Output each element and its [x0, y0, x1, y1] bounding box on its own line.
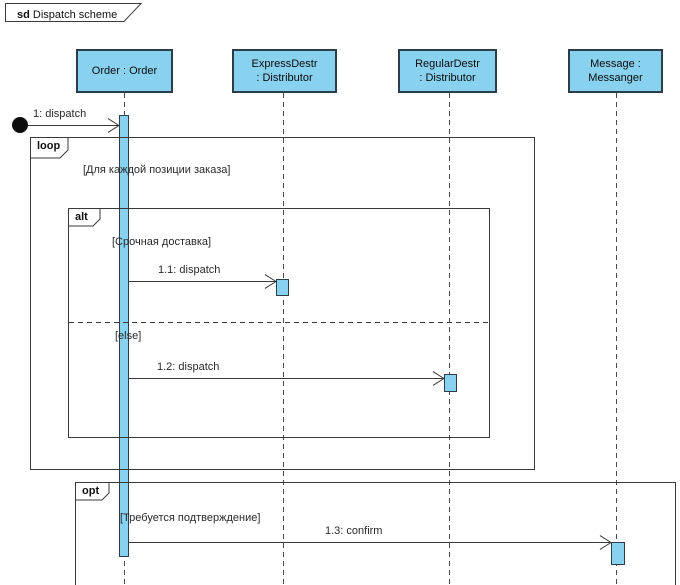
- lifeline-head-expressdestr-label: ExpressDestr : Distributor: [251, 58, 318, 84]
- message-1-2-line: [129, 378, 444, 379]
- frame-title-tab[interactable]: sd Dispatch scheme: [5, 3, 145, 23]
- frame-title-pennant-icon: [5, 3, 143, 22]
- message-1-1-dispatch[interactable]: 1.1: dispatch: [129, 264, 276, 282]
- fragment-opt-pentagon-icon: [75, 482, 110, 501]
- fragment-opt[interactable]: opt [Требуется подтверждение]: [75, 482, 676, 585]
- lifeline-head-messanger[interactable]: Message : Messanger: [568, 49, 663, 93]
- lifeline-head-order-label: Order : Order: [91, 65, 158, 77]
- message-1-3-label: 1.3: confirm: [325, 525, 383, 537]
- open-arrowhead-icon: [105, 118, 119, 132]
- fragment-loop-pentagon-icon: [30, 137, 69, 159]
- fragment-alt-guard-else: [else]: [115, 330, 142, 342]
- fragment-opt-keyword: opt: [82, 485, 100, 497]
- message-1-line: [28, 125, 119, 126]
- fragment-alt-keyword: alt: [75, 211, 88, 223]
- message-1-2-dispatch[interactable]: 1.2: dispatch: [129, 361, 444, 379]
- lifeline-head-regulardestr-label: RegularDestr : Distributor: [415, 58, 480, 84]
- activation-regulardestr[interactable]: [444, 374, 457, 392]
- lifeline-head-order[interactable]: Order : Order: [76, 49, 173, 93]
- lifeline-messanger[interactable]: [616, 93, 617, 585]
- fragment-alt[interactable]: alt [Срочная доставка] [else]: [68, 208, 490, 438]
- message-1-3-line: [129, 542, 611, 543]
- open-arrowhead-icon: [430, 371, 444, 385]
- open-arrowhead-icon: [597, 535, 611, 549]
- fragment-alt-divider: [69, 322, 489, 323]
- activation-order[interactable]: [119, 115, 129, 557]
- message-1-dispatch[interactable]: 1: dispatch: [28, 108, 119, 126]
- lifeline-head-messanger-label: Message : Messanger: [588, 58, 643, 84]
- activation-expressdestr[interactable]: [276, 279, 289, 296]
- diagram-title-name: Dispatch scheme: [32, 9, 118, 21]
- activation-messanger[interactable]: [611, 542, 625, 565]
- lifeline-head-expressdestr[interactable]: ExpressDestr : Distributor: [232, 49, 337, 93]
- message-1-1-line: [129, 281, 276, 282]
- fragment-alt-guard-if: [Срочная доставка]: [112, 236, 212, 248]
- message-1-2-label: 1.2: dispatch: [157, 361, 220, 373]
- fragment-loop-guard: [Для каждой позиции заказа]: [83, 164, 231, 176]
- message-1-1-label: 1.1: dispatch: [158, 264, 221, 276]
- found-message-dot-icon[interactable]: [12, 117, 28, 133]
- diagram-title-keyword: sd: [17, 9, 30, 21]
- fragment-opt-guard: [Требуется подтверждение]: [120, 512, 261, 524]
- fragment-alt-pentagon-icon: [68, 208, 101, 227]
- fragment-loop-keyword: loop: [37, 140, 61, 152]
- message-1-3-confirm[interactable]: 1.3: confirm: [129, 525, 611, 543]
- diagram-title: sd Dispatch scheme: [17, 9, 117, 21]
- message-1-label: 1: dispatch: [33, 108, 87, 120]
- lifeline-head-regulardestr[interactable]: RegularDestr : Distributor: [398, 49, 497, 93]
- lifeline-regulardestr[interactable]: [449, 93, 450, 585]
- fragment-loop[interactable]: loop [Для каждой позиции заказа]: [30, 137, 535, 470]
- open-arrowhead-icon: [262, 274, 276, 288]
- lifeline-expressdestr[interactable]: [283, 93, 284, 585]
